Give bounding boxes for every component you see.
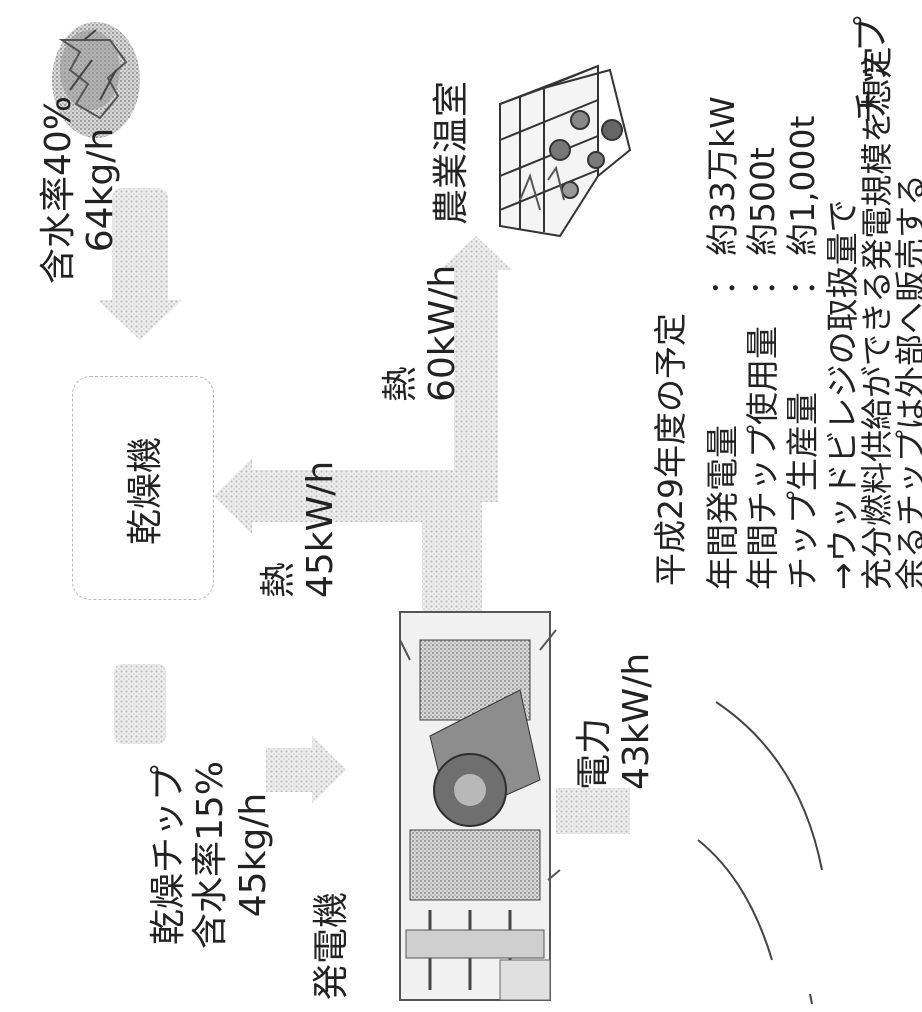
chip-rate: 64kg/h	[80, 127, 122, 253]
plan-conclusion-3: 余るチップは外部へ販売する	[892, 173, 922, 590]
power-name: 電力	[574, 717, 615, 790]
heat-45-value: 45kW/h	[300, 460, 342, 598]
wood-chip-pile-icon	[52, 22, 140, 138]
generator-label: 発電機	[311, 891, 352, 1000]
generator-machine-icon	[399, 611, 561, 1001]
plan-block: 平成29年度の予定	[651, 313, 691, 586]
heat-45-name: 熱	[258, 561, 299, 598]
arrow-chip-to-dryer	[98, 188, 182, 340]
arrow-dryer-to-dried-chip	[114, 664, 166, 744]
greenhouse-label: 農業温室	[431, 80, 472, 225]
dried-chip-title: 乾燥チップ	[148, 765, 189, 946]
heat-60-name: 熱	[380, 365, 421, 402]
dried-chip-moisture: 含水率15%	[190, 760, 232, 950]
dryer-label: 乾燥機	[125, 436, 166, 545]
heat-45-label: 熱 45kW/h	[258, 461, 343, 598]
heat-60-label: 熱 60kW/h	[380, 265, 465, 402]
arrow-dried-chip-to-generator	[266, 736, 346, 804]
arrow-heat-generator-to-greenhouse	[440, 236, 512, 502]
power-label: 電力 43kW/h	[574, 653, 659, 790]
arrow-power-generator-out	[556, 788, 630, 834]
power-transmission-waves-icon	[697, 701, 823, 1005]
arrow-heat-generator-to-dryer	[214, 458, 482, 630]
heat-60-value: 60kW/h	[422, 264, 464, 402]
dried-chip-rate: 45kg/h	[232, 792, 274, 918]
dryer-box	[72, 376, 214, 600]
power-value: 43kW/h	[616, 652, 658, 790]
greenhouse-icon	[499, 64, 632, 238]
dried-chip-spec: 乾燥チップ 含水率15% 45kg/h	[148, 745, 275, 965]
plan-title: 平成29年度の予定	[651, 313, 690, 586]
chip-spec: 含水率40% 64kg/h	[38, 80, 123, 300]
chip-moisture: 含水率40%	[38, 95, 79, 285]
